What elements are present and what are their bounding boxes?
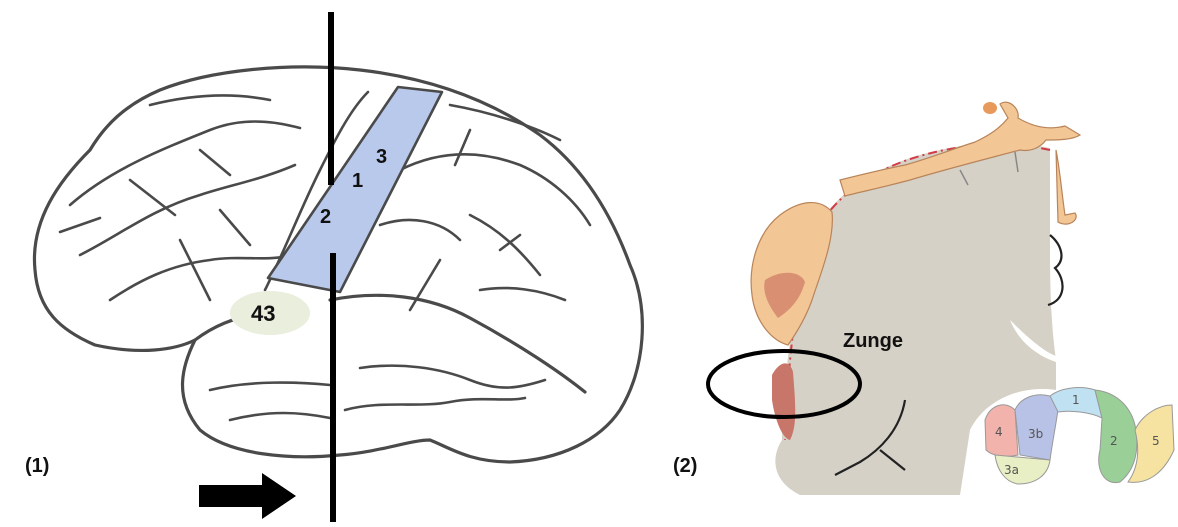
area-2-label: 2 xyxy=(320,206,331,228)
homunculus-foot xyxy=(1056,150,1076,224)
parietal-sulcus-2 xyxy=(380,215,540,275)
brain-lateral-figure: 3 1 2 43 (1) xyxy=(25,12,642,522)
parietal-sulcus-3 xyxy=(410,235,565,310)
figure-1-label: (1) xyxy=(25,455,49,477)
inset-label-5: 5 xyxy=(1152,434,1160,448)
area-3-label: 3 xyxy=(376,146,387,168)
direction-arrow xyxy=(199,473,296,519)
frontal-sulcus-5 xyxy=(150,95,270,175)
inset-label-1: 1 xyxy=(1072,393,1080,407)
inset-label-4: 4 xyxy=(995,425,1003,439)
frontal-sulcus-1 xyxy=(70,122,300,206)
tongue-label: Zunge xyxy=(843,330,903,352)
inset-label-3a: 3a xyxy=(1004,463,1019,477)
area-1-label: 1 xyxy=(352,170,363,192)
inset-label-3b: 3b xyxy=(1028,427,1043,441)
frontal-sulcus-4 xyxy=(60,180,250,300)
temporal-sulcus-1 xyxy=(210,366,545,390)
homunculus-figure: Zunge 4 3b 3a 1 2 5 (2) xyxy=(673,102,1174,495)
cytoarchitecture-inset: 4 3b 3a 1 2 5 xyxy=(985,388,1174,484)
inset-label-2: 2 xyxy=(1110,434,1118,448)
homunculus-tongue xyxy=(772,363,795,440)
area-43-label: 43 xyxy=(251,301,275,326)
frontal-sulcus-2 xyxy=(80,165,295,255)
parietal-sulcus-1 xyxy=(400,154,590,225)
homunculus-head xyxy=(983,102,997,114)
temporal-sulcus-2 xyxy=(230,398,525,420)
figure-2-label: (2) xyxy=(673,455,697,477)
